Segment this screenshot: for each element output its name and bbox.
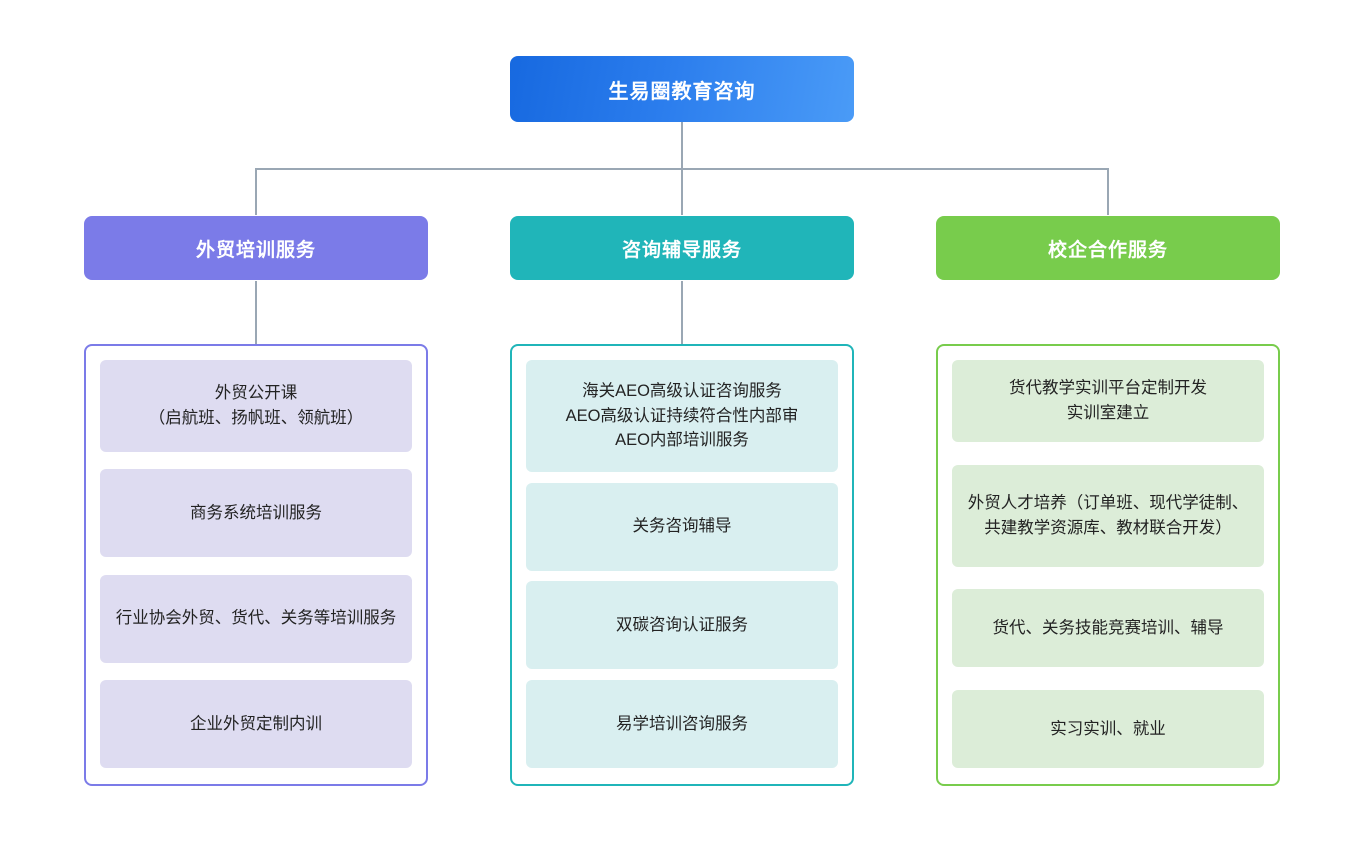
column-header-school-enterprise[interactable]: 校企合作服务	[936, 216, 1280, 280]
connector-to-school-enterprise-header	[1107, 168, 1109, 215]
connector-consulting-header-to-body	[681, 281, 683, 344]
service-card[interactable]: 易学培训咨询服务	[526, 679, 838, 768]
connector-to-training-header	[255, 168, 257, 215]
column-header-training[interactable]: 外贸培训服务	[84, 216, 428, 280]
column-consulting: 咨询辅导服务 海关AEO高级认证咨询服务 AEO高级认证持续符合性内部审 AEO…	[510, 216, 854, 786]
column-body-school-enterprise: 货代教学实训平台定制开发 实训室建立 外贸人才培养（订单班、现代学徒制、共建教学…	[936, 344, 1280, 786]
service-card[interactable]: 外贸人才培养（订单班、现代学徒制、共建教学资源库、教材联合开发）	[952, 464, 1264, 567]
column-body-consulting: 海关AEO高级认证咨询服务 AEO高级认证持续符合性内部审 AEO内部培训服务 …	[510, 344, 854, 786]
connector-training-header-to-body	[255, 281, 257, 344]
service-card[interactable]: 商务系统培训服务	[100, 469, 412, 558]
column-training: 外贸培训服务 外贸公开课 （启航班、扬帆班、领航班） 商务系统培训服务 行业协会…	[84, 216, 428, 786]
service-card[interactable]: 关务咨询辅导	[526, 482, 838, 571]
service-card[interactable]: 外贸公开课 （启航班、扬帆班、领航班）	[100, 360, 412, 452]
service-card[interactable]: 货代、关务技能竞赛培训、辅导	[952, 589, 1264, 668]
service-card[interactable]: 企业外贸定制内训	[100, 679, 412, 768]
column-school-enterprise: 校企合作服务 货代教学实训平台定制开发 实训室建立 外贸人才培养（订单班、现代学…	[936, 216, 1280, 786]
service-card[interactable]: 行业协会外贸、货代、关务等培训服务	[100, 574, 412, 663]
service-card[interactable]: 实习实训、就业	[952, 689, 1264, 768]
service-card[interactable]: 海关AEO高级认证咨询服务 AEO高级认证持续符合性内部审 AEO内部培训服务	[526, 360, 838, 472]
service-card[interactable]: 双碳咨询认证服务	[526, 581, 838, 670]
connector-root-down	[681, 122, 683, 169]
service-card[interactable]: 货代教学实训平台定制开发 实训室建立	[952, 360, 1264, 442]
root-node[interactable]: 生易圈教育咨询	[510, 56, 854, 122]
column-body-training: 外贸公开课 （启航班、扬帆班、领航班） 商务系统培训服务 行业协会外贸、货代、关…	[84, 344, 428, 786]
column-header-consulting[interactable]: 咨询辅导服务	[510, 216, 854, 280]
connector-to-consulting-header	[681, 168, 683, 215]
